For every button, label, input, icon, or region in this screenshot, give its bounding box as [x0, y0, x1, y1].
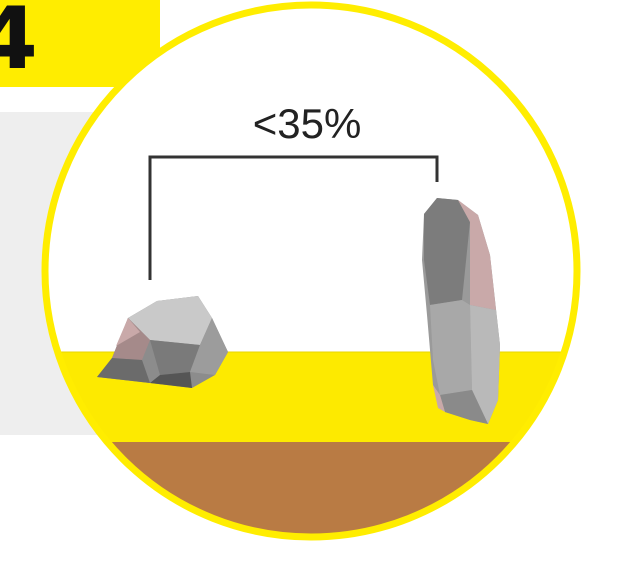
soil-layer — [0, 442, 620, 571]
ratio-label: <35% — [222, 100, 392, 148]
